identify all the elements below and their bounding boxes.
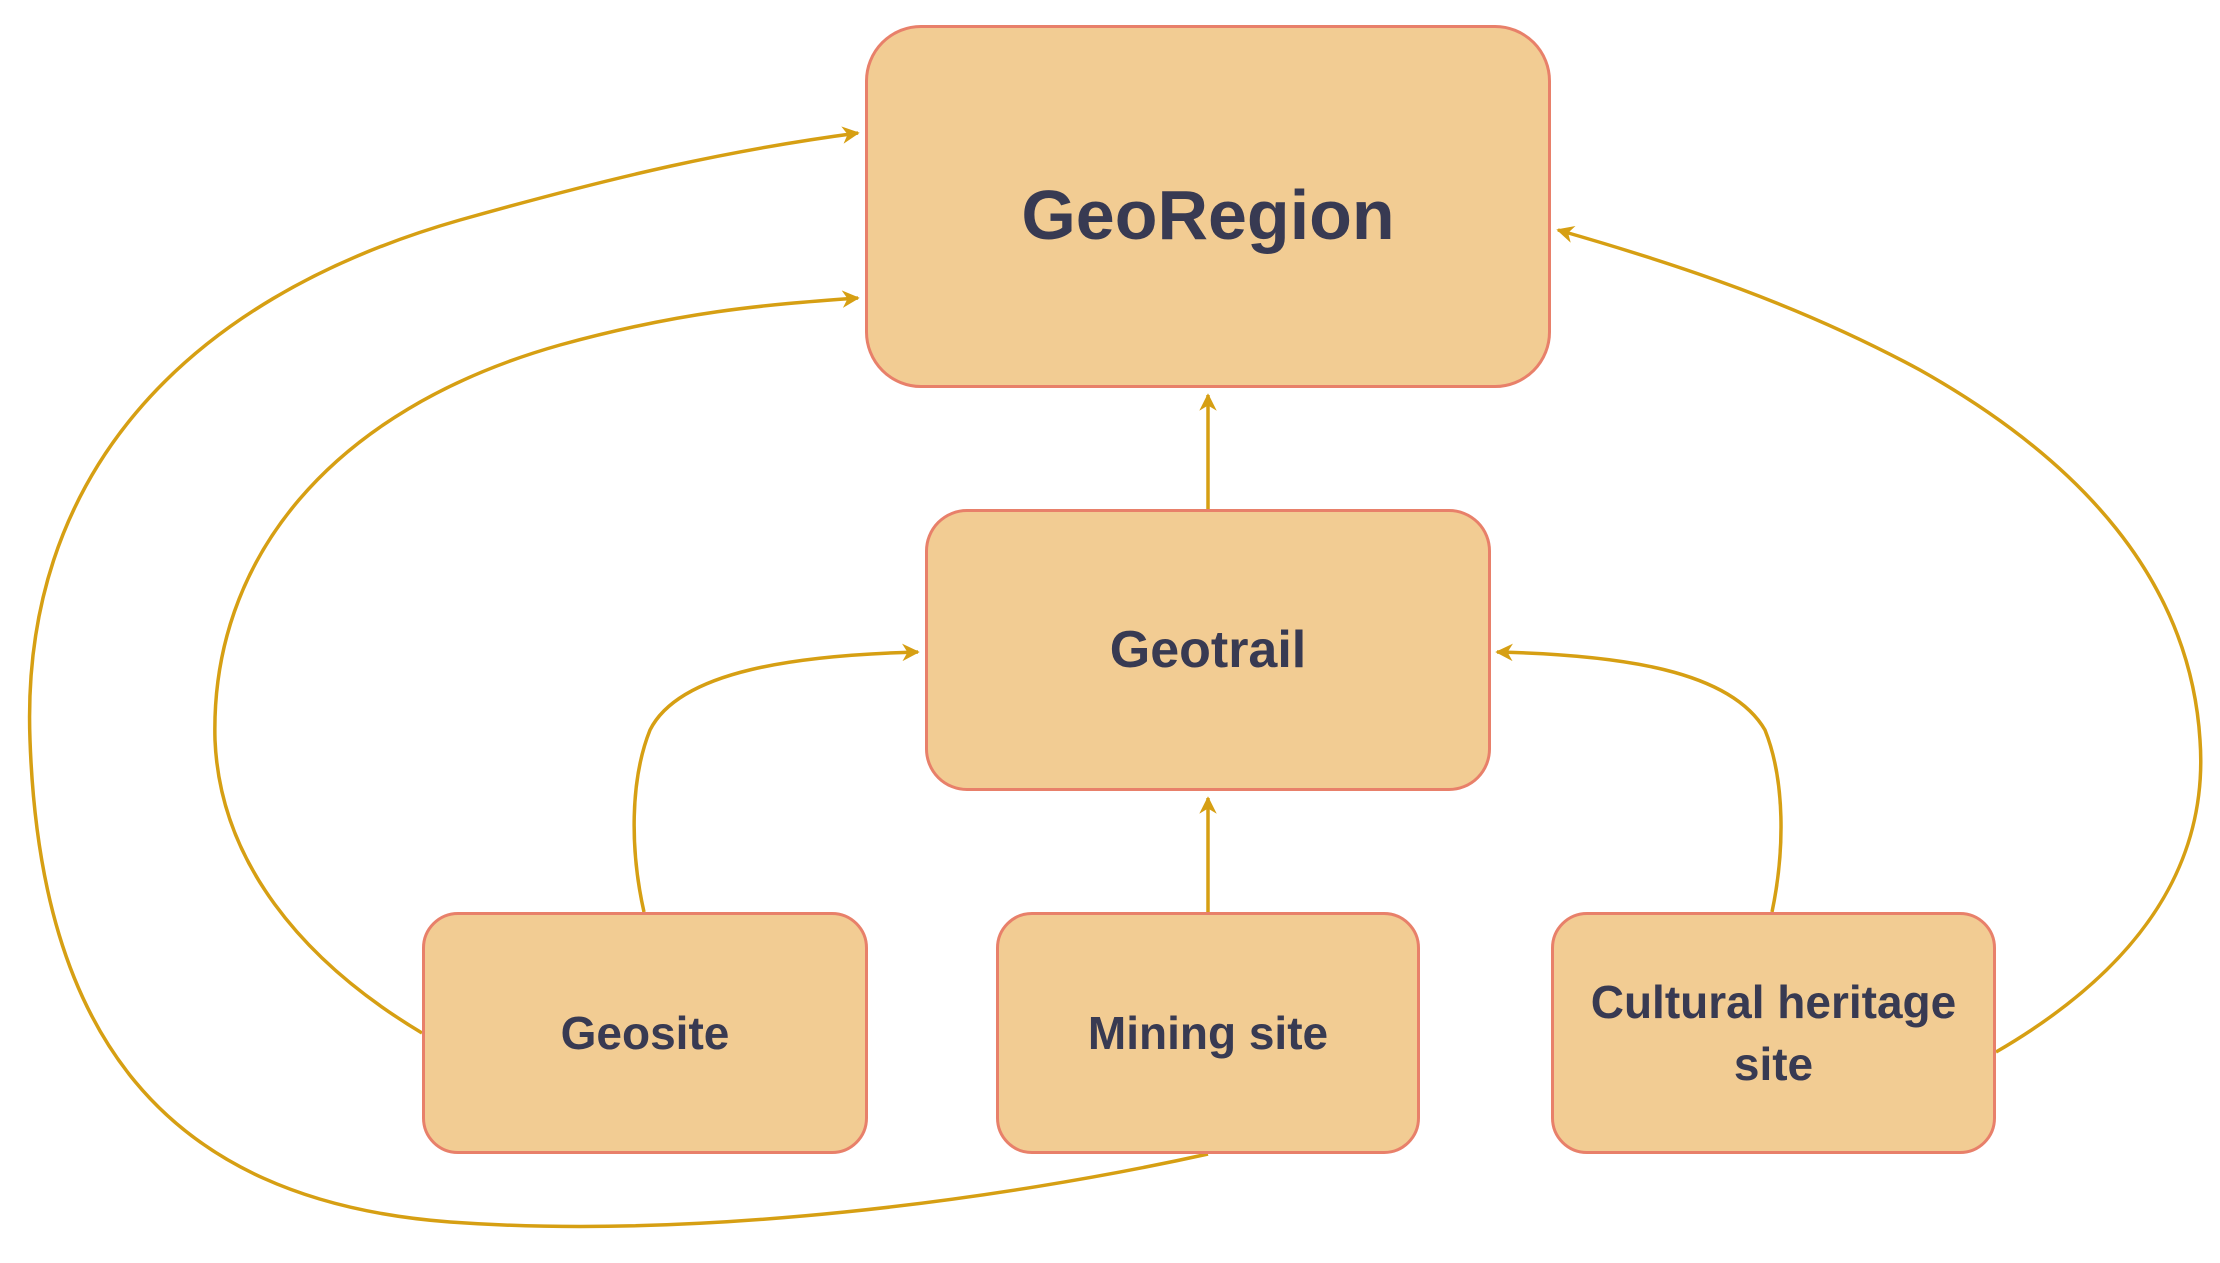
node-georegion: GeoRegion bbox=[865, 25, 1551, 388]
node-mining-site: Mining site bbox=[996, 912, 1420, 1154]
edge-cultural-to-georegion bbox=[1556, 225, 2203, 1054]
node-geotrail-label: Geotrail bbox=[1109, 620, 1307, 679]
node-mining-site-label: Mining site bbox=[1087, 1006, 1329, 1059]
node-geotrail: Geotrail bbox=[925, 509, 1491, 791]
edge-mining-to-georegion bbox=[27, 126, 1209, 1229]
node-geosite-label: Geosite bbox=[560, 1006, 730, 1059]
node-cultural-heritage-site: Cultural heritage site bbox=[1551, 912, 1996, 1154]
edge-geosite-to-geotrail bbox=[632, 643, 920, 913]
edge-cultural-to-geotrail bbox=[1495, 643, 1783, 913]
node-geosite: Geosite bbox=[422, 912, 868, 1154]
edge-geosite-to-georegion bbox=[213, 290, 860, 1035]
node-georegion-label: GeoRegion bbox=[1021, 176, 1395, 254]
node-cultural-heritage-site-label: Cultural heritage site bbox=[1590, 975, 1957, 1090]
